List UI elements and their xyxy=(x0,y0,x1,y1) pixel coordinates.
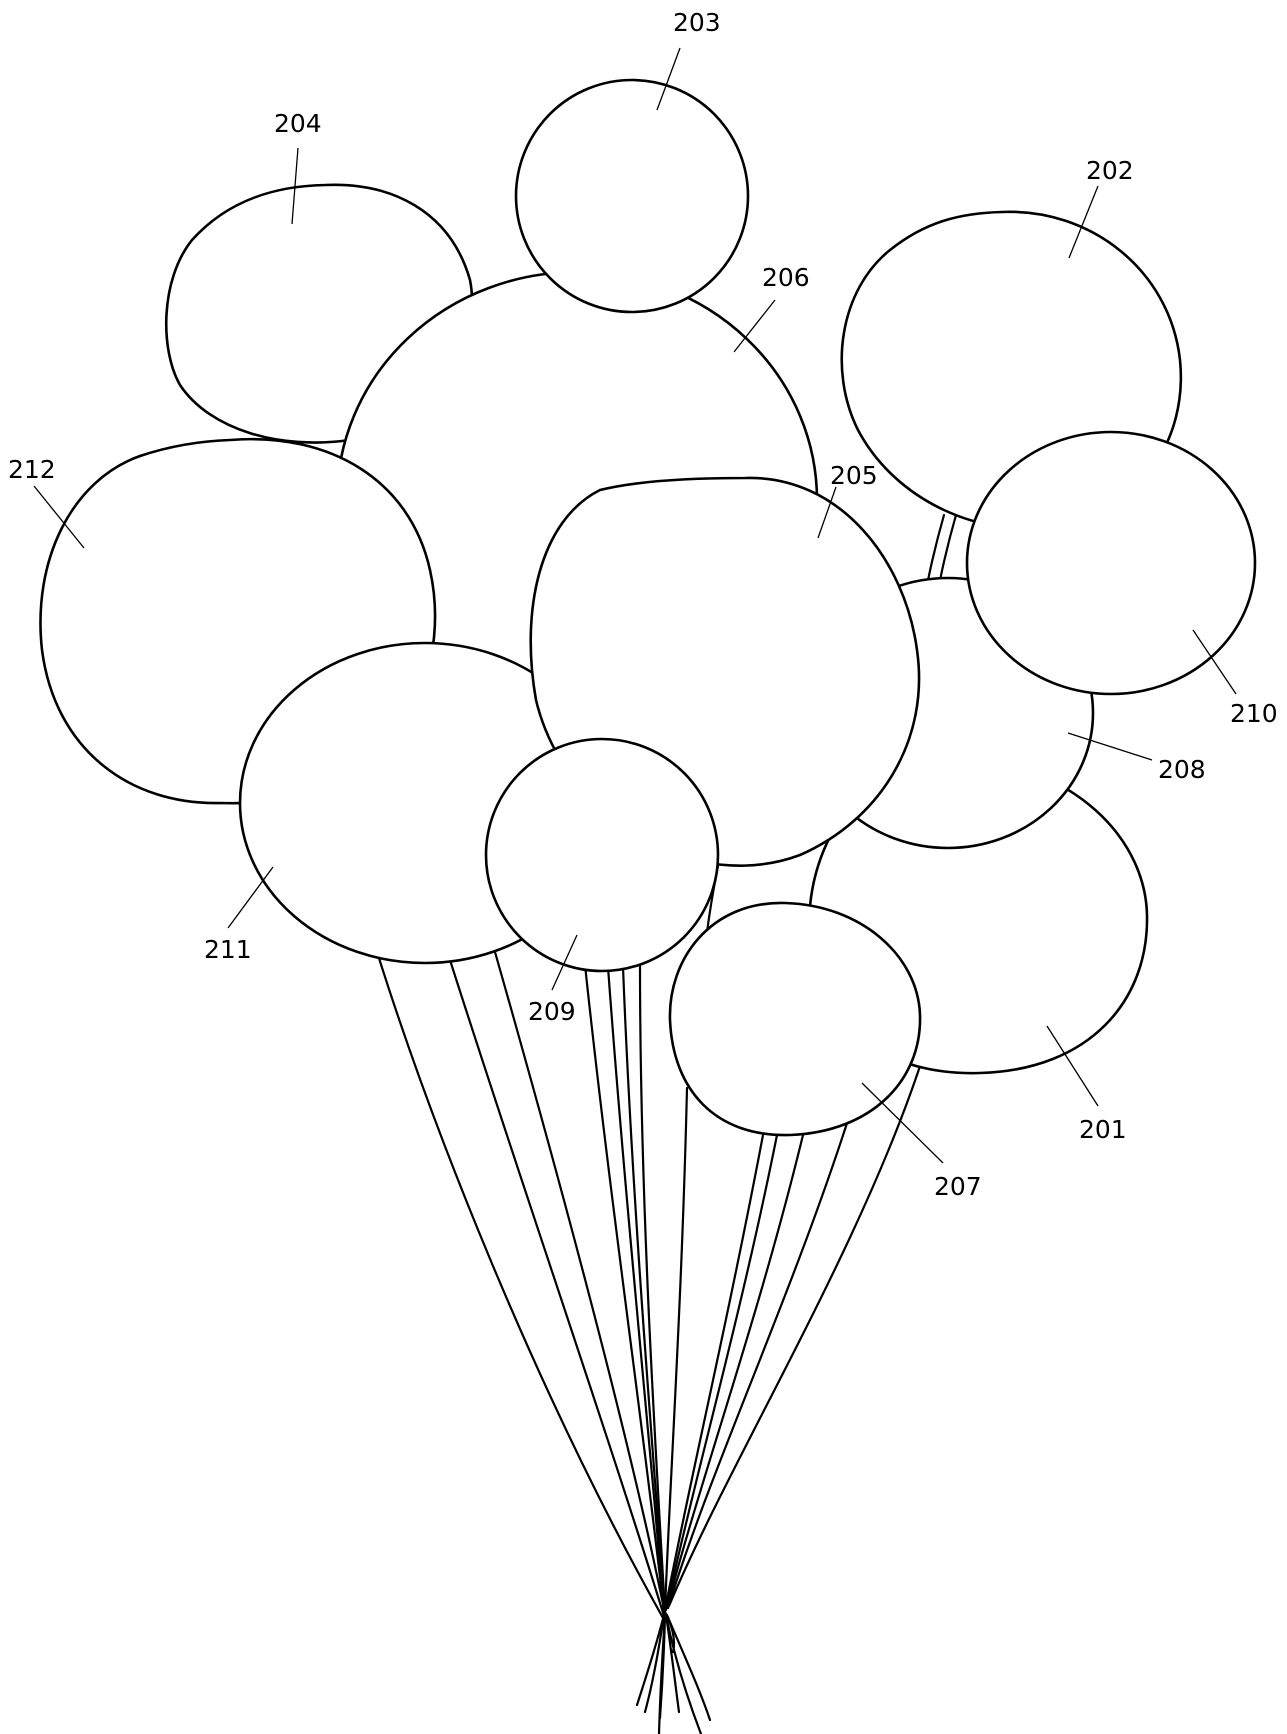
string xyxy=(664,1133,779,1612)
leader-line-210 xyxy=(1192,629,1237,695)
label-202: 202 xyxy=(1086,156,1134,185)
label-211: 211 xyxy=(204,935,252,964)
leader-line-204 xyxy=(291,147,299,225)
reference-labels: 203 204 202 206 212 205 210 208 211 209 … xyxy=(8,8,1278,1201)
leader-lines xyxy=(33,47,1237,1164)
string xyxy=(448,958,666,1618)
label-203: 203 xyxy=(673,8,721,37)
string xyxy=(663,1086,689,1612)
leader-line-202 xyxy=(1068,185,1099,259)
label-204: 204 xyxy=(274,109,322,138)
string xyxy=(663,1133,765,1612)
string xyxy=(665,1133,805,1610)
label-207: 207 xyxy=(934,1172,982,1201)
leader-line-203 xyxy=(656,47,681,111)
label-209: 209 xyxy=(528,997,576,1026)
string xyxy=(621,965,667,1614)
leader-line-209 xyxy=(551,934,578,991)
balloon-207 xyxy=(668,901,922,1137)
leader-line-201 xyxy=(1046,1025,1099,1107)
string xyxy=(606,965,666,1614)
leader-line-207 xyxy=(861,1082,944,1164)
string xyxy=(667,1058,924,1608)
balloons xyxy=(39,78,1257,1137)
balloon-210 xyxy=(965,430,1257,696)
string xyxy=(638,963,667,1614)
label-206: 206 xyxy=(762,263,810,292)
leader-line-205 xyxy=(817,486,837,539)
string-end xyxy=(663,1610,676,1654)
string-end xyxy=(643,1613,666,1714)
string xyxy=(583,963,666,1614)
string xyxy=(376,953,665,1620)
balloon-203 xyxy=(514,78,750,314)
label-212: 212 xyxy=(8,455,56,484)
leader-line-208 xyxy=(1067,732,1153,761)
string xyxy=(491,943,667,1616)
label-201: 201 xyxy=(1079,1115,1127,1144)
leader-line-211 xyxy=(227,866,274,929)
leader-line-206 xyxy=(733,299,776,353)
label-208: 208 xyxy=(1158,755,1206,784)
label-205: 205 xyxy=(830,461,878,490)
leader-line-212 xyxy=(33,485,85,549)
string-end xyxy=(657,1613,667,1734)
balloon-strings xyxy=(376,513,958,1734)
string-end xyxy=(664,1613,703,1734)
string xyxy=(666,1118,850,1610)
balloon-209 xyxy=(484,737,720,973)
string-end xyxy=(635,1613,666,1707)
label-210: 210 xyxy=(1230,699,1278,728)
